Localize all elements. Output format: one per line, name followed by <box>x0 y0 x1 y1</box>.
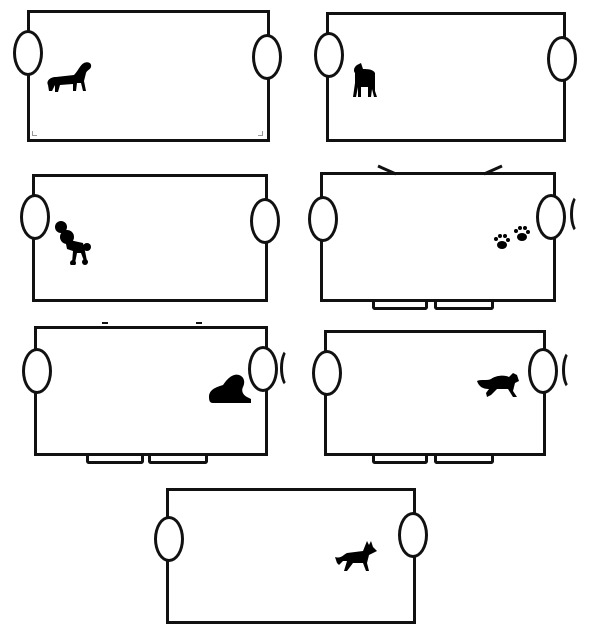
binder-ring-right <box>547 36 577 82</box>
binder-ring-left <box>314 32 344 78</box>
binder-ring-left <box>308 196 338 242</box>
card-6[interactable] <box>324 330 546 456</box>
binder-ring-left <box>20 194 50 240</box>
spaniel-icon <box>44 57 94 95</box>
poodle-icon <box>53 221 93 265</box>
binder-ring-right <box>252 34 282 80</box>
running-dog-icon <box>475 369 521 399</box>
top-clip <box>377 164 503 176</box>
binder-ring-left <box>312 350 342 396</box>
binder-ring-ghost <box>562 350 580 390</box>
binder-ring-right <box>536 194 566 240</box>
binder-ring-ghost <box>570 194 588 234</box>
card-foot <box>86 456 144 464</box>
card-7[interactable] <box>166 488 416 624</box>
card-5[interactable] <box>34 326 268 456</box>
binder-ring-left <box>22 348 52 394</box>
card-foot <box>434 456 494 464</box>
binder-ring-right <box>398 512 428 558</box>
card-1[interactable] <box>27 10 270 142</box>
shepherd-dog-icon <box>333 537 377 573</box>
binder-ring-left <box>154 516 184 562</box>
binder-ring-right <box>248 346 278 392</box>
card-2[interactable] <box>326 12 566 142</box>
card-foot <box>372 456 428 464</box>
terrier-icon <box>351 61 381 99</box>
card-foot <box>148 456 208 464</box>
card-foot <box>372 302 428 310</box>
card-foot <box>434 302 494 310</box>
binder-ring-right <box>528 348 558 394</box>
binder-ring-left <box>13 30 43 76</box>
lying-dog-icon <box>207 371 253 405</box>
paw-prints-icon <box>493 223 533 253</box>
binder-ring-right <box>250 198 280 244</box>
binder-ring-ghost <box>280 348 298 388</box>
card-3[interactable] <box>32 174 268 302</box>
card-4[interactable] <box>320 172 556 302</box>
